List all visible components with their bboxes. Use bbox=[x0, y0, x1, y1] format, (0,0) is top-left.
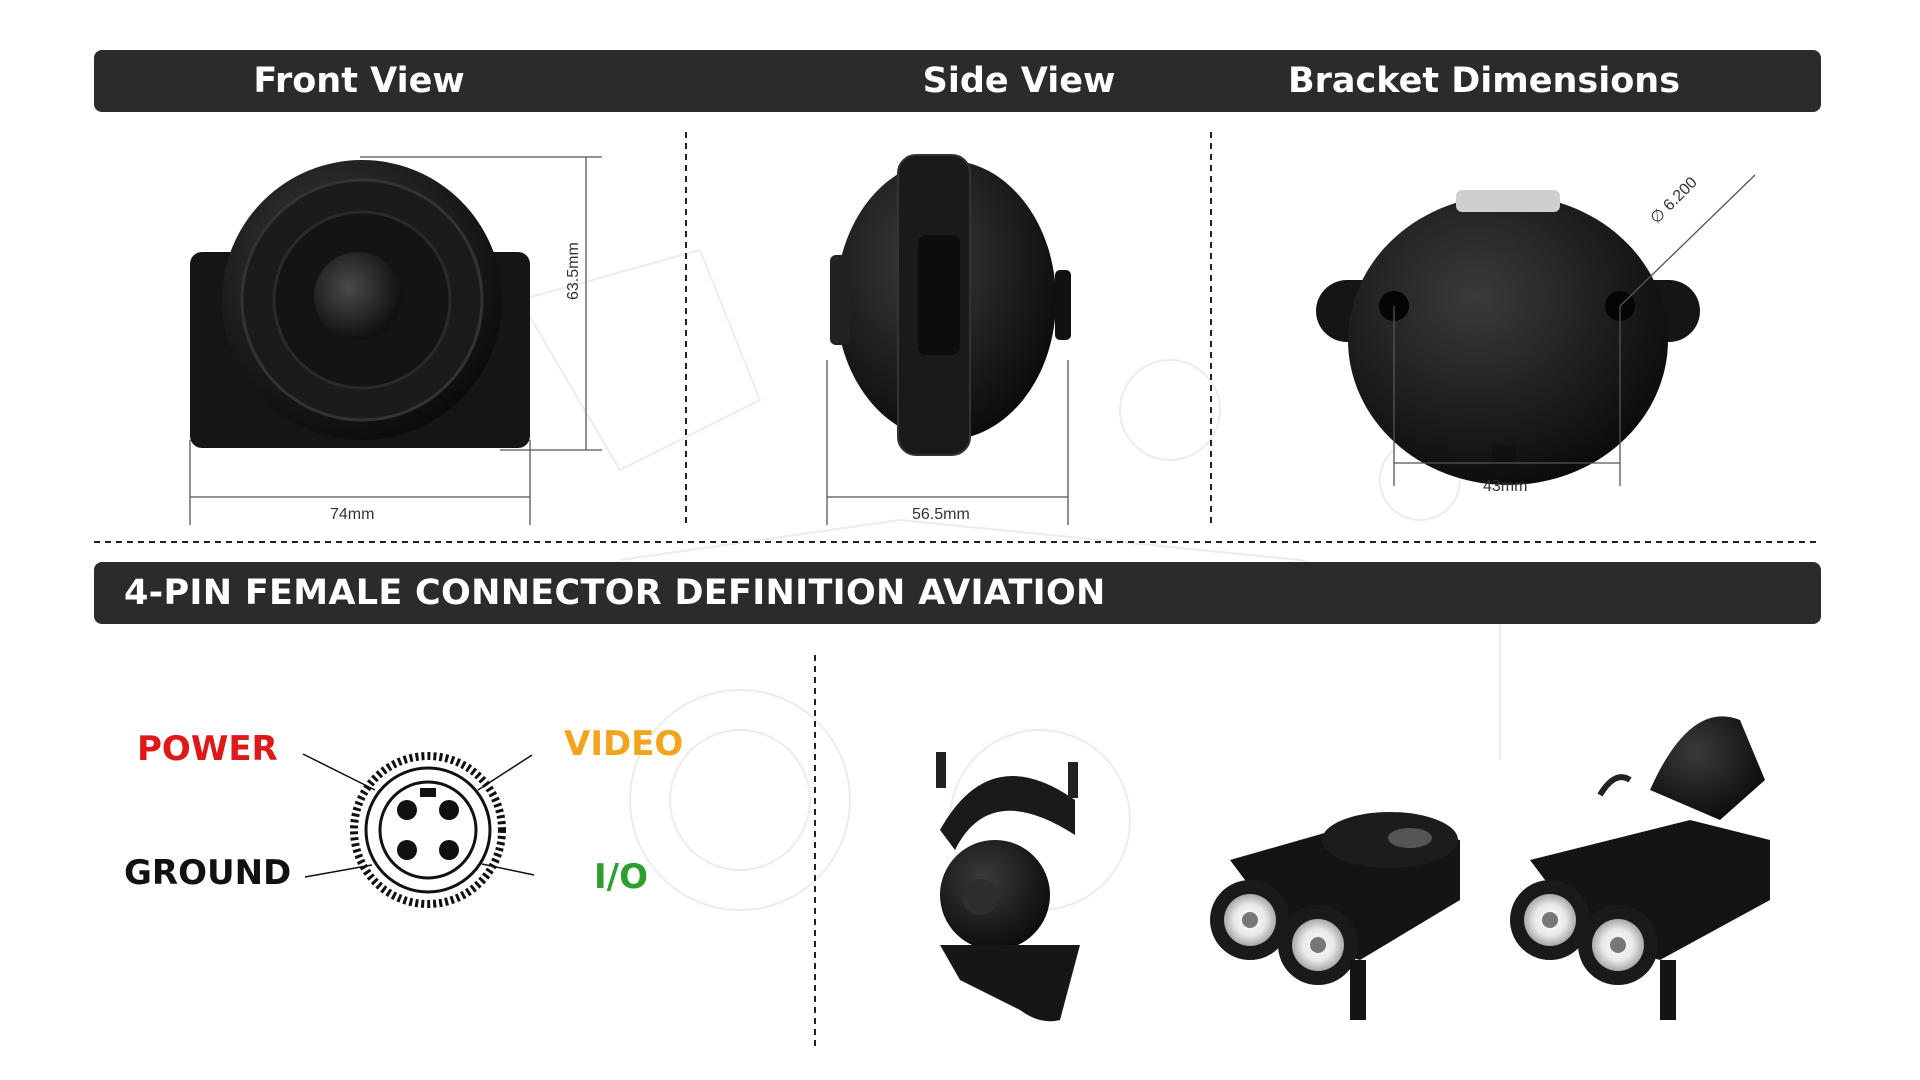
front-dimension-lines bbox=[189, 156, 602, 525]
connector-header-bar: 4-PIN FEMALE CONNECTOR DEFINITION AVIATI… bbox=[94, 562, 1821, 624]
front-height-label: 63.5mm bbox=[565, 242, 582, 300]
bracket-spacing-label: 43mm bbox=[1483, 478, 1528, 495]
clamp-mount-camera bbox=[936, 752, 1080, 1022]
side-view-camera bbox=[830, 154, 1071, 456]
bracket-camera bbox=[1316, 190, 1700, 485]
connector-section-title: 4-PIN FEMALE CONNECTOR DEFINITION AVIATI… bbox=[124, 573, 1106, 613]
bracket-dimensions-title: Bracket Dimensions bbox=[1287, 61, 1681, 101]
side-dimension-lines bbox=[826, 360, 1069, 525]
pin-label-io: I/O bbox=[594, 857, 648, 897]
front-view-title: Front View bbox=[253, 61, 465, 101]
pin-label-power: POWER bbox=[137, 729, 278, 769]
magnetic-bracket bbox=[1210, 812, 1460, 1020]
front-width-label: 74mm bbox=[330, 506, 375, 523]
pin-label-ground: GROUND bbox=[124, 853, 292, 893]
magnetic-bracket-with-camera bbox=[1510, 716, 1770, 1020]
background-sketch bbox=[518, 248, 1501, 911]
pin-label-video: VIDEO bbox=[564, 724, 684, 764]
front-view-camera bbox=[190, 160, 530, 448]
side-view-title: Side View bbox=[922, 61, 1116, 101]
bracket-dimension-lines bbox=[1393, 174, 1756, 486]
connector-diagram bbox=[302, 752, 535, 908]
views-header-bar: Front View Side View Bracket Dimensions bbox=[94, 50, 1821, 112]
side-width-label: 56.5mm bbox=[912, 506, 970, 523]
